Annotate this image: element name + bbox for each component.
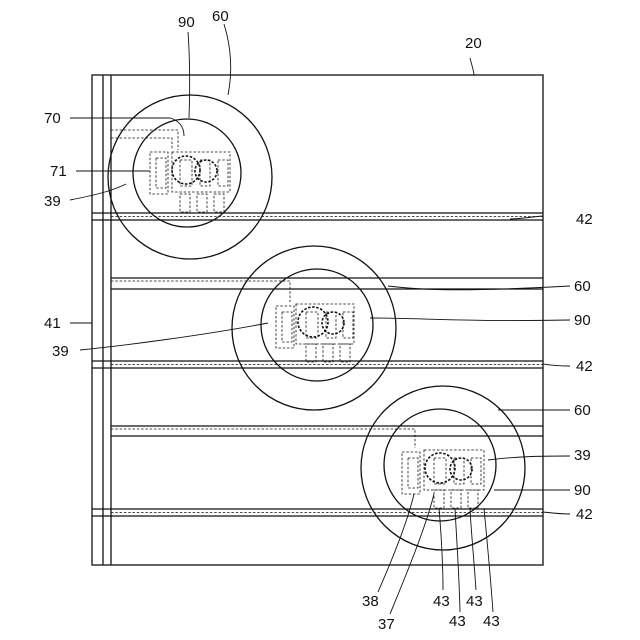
label-43-d: 43 [483, 613, 500, 630]
label-20: 20 [465, 35, 482, 52]
label-39-top: 39 [44, 193, 61, 210]
circle-90-mid [261, 269, 373, 381]
label-60-top: 60 [212, 8, 229, 25]
device-bottom [111, 386, 525, 550]
label-43-b: 43 [449, 613, 466, 630]
pixel-boundaries [111, 278, 543, 436]
label-42-row1: 42 [576, 211, 593, 228]
row-2-line-42 [92, 361, 543, 368]
label-42-row3: 42 [576, 506, 593, 523]
label-43-c: 43 [466, 593, 483, 610]
device-middle [111, 246, 396, 410]
label-71: 71 [50, 163, 67, 180]
circle-60-mid [232, 246, 396, 410]
label-90-bot: 90 [574, 482, 591, 499]
row-3-line-42 [92, 509, 543, 516]
label-41: 41 [44, 315, 61, 332]
leader-lines [70, 24, 570, 614]
label-39-bot: 39 [574, 447, 591, 464]
label-60-mid: 60 [574, 278, 591, 295]
circle-90-top [133, 119, 241, 227]
label-42-row2: 42 [576, 358, 593, 375]
label-60-bot: 60 [574, 402, 591, 419]
label-38: 38 [362, 593, 379, 610]
circle-60-bot [361, 386, 525, 550]
label-39-mid: 39 [52, 343, 69, 360]
label-37: 37 [378, 616, 395, 633]
label-90-top: 90 [178, 14, 195, 31]
label-90-mid: 90 [574, 312, 591, 329]
label-70: 70 [44, 110, 61, 127]
device-top [108, 95, 272, 259]
label-43-a: 43 [433, 593, 450, 610]
